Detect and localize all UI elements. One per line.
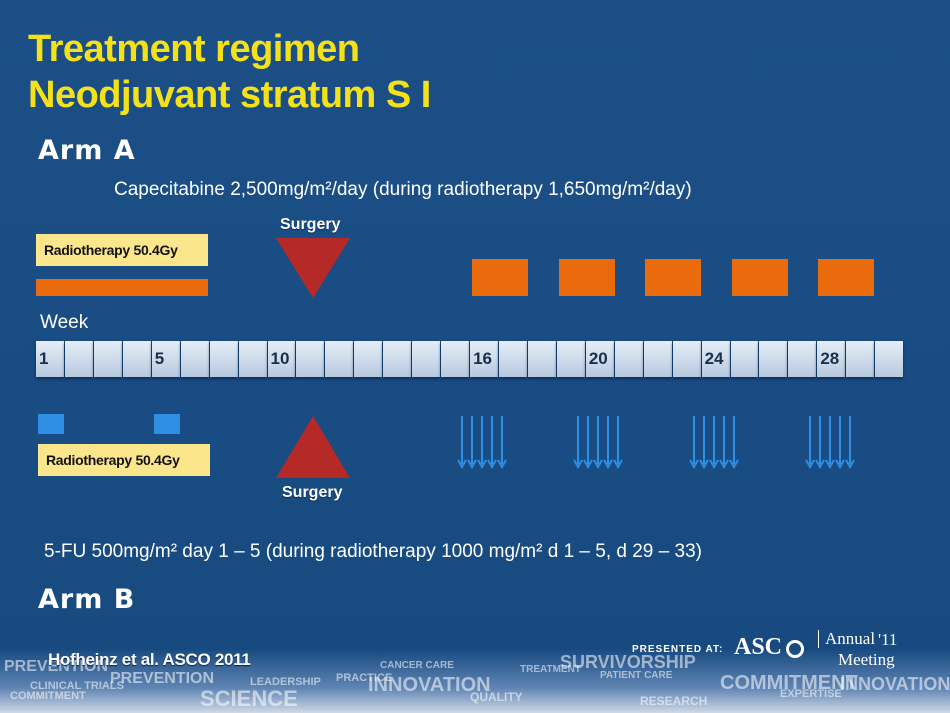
meeting-label: Meeting (838, 650, 895, 669)
arm-a-radiotherapy-box: Radiotherapy 50.4Gy (36, 234, 208, 266)
arm-b-chemo-square (154, 414, 180, 434)
watermark-word: INNOVATION (840, 674, 950, 694)
watermark-word: PREVENTION (110, 670, 215, 687)
arm-a-label: Arm A (38, 135, 136, 166)
week-cell (788, 341, 817, 377)
watermark-word: INNOVATION (368, 674, 491, 696)
week-cell (180, 341, 209, 377)
week-cell: 1 (36, 341, 64, 377)
watermark-word: CANCER CARE (380, 660, 454, 671)
arm-b-regimen: 5-FU 500mg/m² day 1 – 5 (during radiothe… (44, 541, 702, 562)
watermark-word: PREVENTION (4, 658, 109, 675)
watermark-word: SURVIVORSHIP (560, 652, 696, 672)
arm-a-cycle-block (472, 259, 528, 296)
arm-b-5fu-arrows-icon (805, 416, 855, 470)
annual-label: Annual (818, 630, 875, 648)
watermark-word: RESEARCH (640, 694, 708, 708)
title-line-1: Treatment regimen (28, 28, 360, 70)
week-cell (93, 341, 122, 377)
arm-b-label: Arm B (38, 584, 136, 615)
watermark-word: PRACTICE (336, 672, 393, 684)
week-cell (325, 341, 354, 377)
week-cell: 24 (701, 341, 730, 377)
week-cell (209, 341, 238, 377)
week-axis-label: Week (40, 312, 89, 333)
week-cell (875, 341, 904, 377)
week-cell: 10 (267, 341, 296, 377)
watermark-word: LEADERSHIP (250, 676, 321, 688)
year-label: '11 (878, 630, 898, 649)
watermark-word: TREATMENT (520, 664, 581, 675)
week-cell: 16 (470, 341, 498, 377)
week-cell (122, 341, 151, 377)
arm-a-cycle-block (732, 259, 788, 296)
watermark-word: CLINICAL TRIALS (30, 680, 124, 692)
watermark-word: PATIENT CARE (600, 670, 673, 681)
week-cell: 5 (151, 341, 180, 377)
week-cell (846, 341, 875, 377)
watermark-word: COMMITMENT (10, 690, 86, 702)
week-cell (730, 341, 759, 377)
arm-a-cycle-block (645, 259, 701, 296)
arm-b-chemo-square (38, 414, 64, 434)
arm-b-radiotherapy-box: Radiotherapy 50.4Gy (38, 444, 210, 476)
arm-a-surgery-triangle (276, 238, 350, 298)
citation: Hofheinz et al. ASCO 2011 (48, 650, 251, 669)
arm-a-cycle-block (818, 259, 874, 296)
arm-b-5fu-arrows-icon (573, 416, 623, 470)
arm-b-5fu-arrows-icon (689, 416, 739, 470)
week-cell: 28 (817, 341, 846, 377)
week-timeline: 1 5 10 16 20 24 28 (36, 341, 904, 377)
week-cell (614, 341, 643, 377)
asco-logo-mark-icon (786, 640, 804, 658)
arm-b-5fu-arrows-icon (457, 416, 507, 470)
watermark-word: COMMITMENT (720, 672, 858, 694)
week-cell (64, 341, 93, 377)
arm-a-chemoradiation-bar (36, 279, 208, 296)
week-cell (499, 341, 527, 377)
week-cell (383, 341, 412, 377)
week-cell (556, 341, 585, 377)
arm-a-regimen: Capecitabine 2,500mg/m²/day (during radi… (114, 179, 692, 200)
week-cell (643, 341, 672, 377)
week-cell (527, 341, 556, 377)
watermark-word: EXPERTISE (780, 688, 842, 700)
arm-b-surgery-label: Surgery (282, 484, 343, 501)
watermark-word: SCIENCE (200, 686, 298, 711)
title-line-2: Neodjuvant stratum S I (28, 74, 431, 116)
footer-band: PREVENTION PREVENTION CLINICAL TRIALS CO… (0, 650, 950, 713)
week-cell (354, 341, 383, 377)
presented-at-label: PRESENTED AT: (632, 644, 724, 655)
arm-a-surgery-label: Surgery (280, 216, 341, 233)
asco-logo: ASC (734, 634, 783, 660)
slide-title: Treatment regimen Neodjuvant stratum S I (28, 26, 431, 118)
arm-a-cycle-block (559, 259, 615, 296)
watermark-word: QUALITY (470, 690, 523, 704)
week-cell: 20 (585, 341, 614, 377)
week-cell (759, 341, 788, 377)
week-cell (296, 341, 325, 377)
arm-b-surgery-triangle (276, 416, 350, 478)
week-cell (441, 341, 470, 377)
week-cell (672, 341, 701, 377)
week-cell (238, 341, 267, 377)
week-cell (412, 341, 441, 377)
